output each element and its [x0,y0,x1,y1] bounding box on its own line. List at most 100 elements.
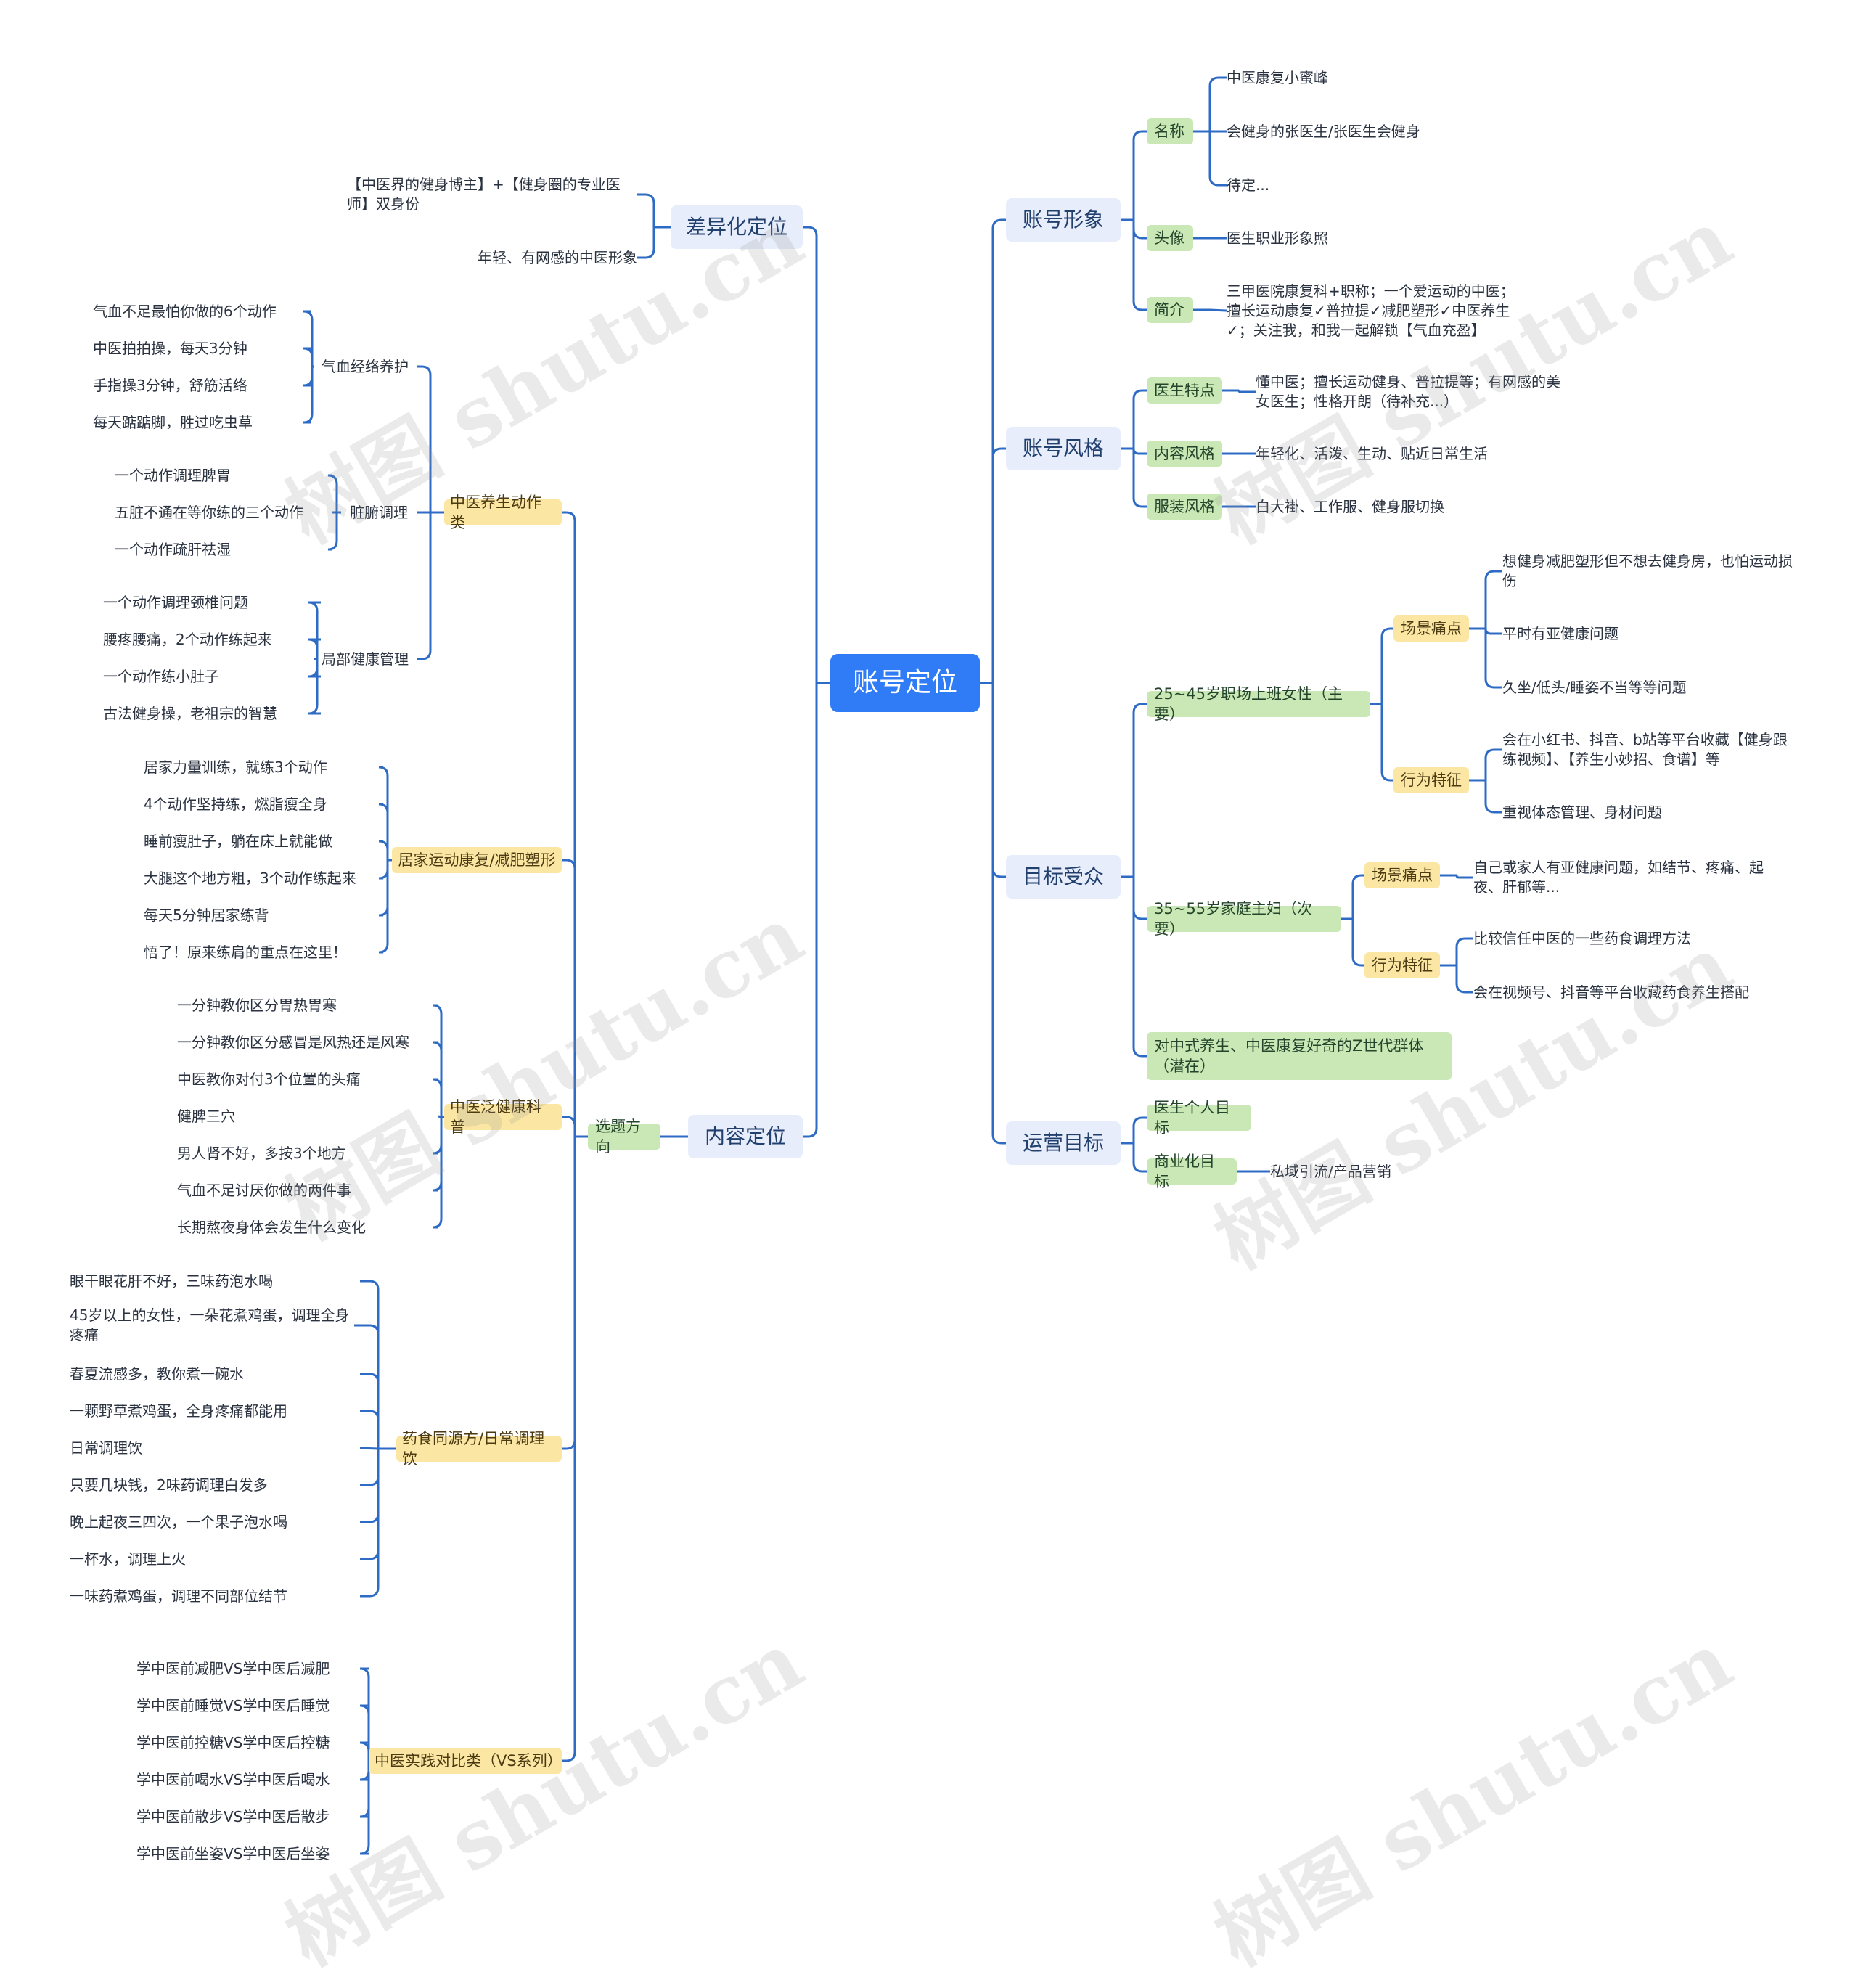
category-home-exercise[interactable]: 居家运动康复/减肥塑形 [392,847,562,873]
science-item-6: 气血不足讨厌你做的两件事 [177,1181,351,1199]
branch-ops[interactable]: 运营目标 [1006,1121,1121,1165]
local-item-2: 腰疼腰痛，2个动作练起来 [103,630,272,648]
zangfu-item-3: 一个动作疏肝祛湿 [115,540,231,558]
diff-item-1: 【中医界的健身博主】+【健身圈的专业医师】双身份 [347,176,621,213]
housewife-behavior-1: 比较信任中医的一些药食调理方法 [1473,929,1691,947]
vs-item-3: 学中医前控糖VS学中医后控糖 [136,1733,330,1751]
qixue-item-4: 每天踮踮脚，胜过吃虫草 [93,413,253,431]
branch-image[interactable]: 账号形象 [1006,198,1121,242]
dress-style-item-1: 白大褂、工作服、健身服切换 [1256,497,1444,515]
food-item-6: 只要几块钱，2味药调理白发多 [70,1476,268,1494]
food-item-4: 一颗野草煮鸡蛋，全身疼痛都能用 [70,1402,287,1420]
intro-item-1: 三甲医院康复科+职称；一个爱运动的中医；擅长运动康复✓普拉提✓减肥塑形✓中医养生… [1227,282,1515,339]
office-behavior-2: 重视体态管理、身材问题 [1502,803,1662,821]
food-item-2: 45岁以上的女性，一朵花煮鸡蛋，调理全身疼痛 [70,1306,350,1343]
connector-housewife-pain-points [1440,874,1473,879]
connector-branch-audience [1121,703,1147,1058]
root-node[interactable]: 账号定位 [830,654,980,712]
food-item-8: 一杯水，调理上火 [70,1550,186,1568]
branch-content[interactable]: 内容定位 [688,1115,803,1158]
connector-sub-qixue [303,310,314,424]
home-item-4: 大腿这个地方粗，3个动作练起来 [144,869,356,887]
mind-map: 账号定位 差异化定位 【中医界的健身博主】+【健身圈的专业医师】双身份 年轻、有… [70,68,1793,1984]
housewife-behavior[interactable]: 行为特征 [1364,952,1440,978]
zangfu-item-2: 五脏不通在等你练的三个动作 [115,503,303,521]
trait-item-1: 懂中医；擅长运动健身、普拉提等；有网感的美女医生；性格开朗（待补充...） [1256,373,1560,410]
sub-doctor-trait[interactable]: 医生特点 [1147,377,1222,404]
connector-category-home-exercise [378,766,392,954]
qixue-item-1: 气血不足最怕你做的6个动作 [93,302,277,320]
connector-group-housewives [1341,874,1364,967]
office-behavior-1: 会在小红书、抖音、b站等平台收藏【健身跟练视频】、【养生小妙招、食谱】等 [1502,731,1788,768]
diff-item-2: 年轻、有网感的中医形象 [478,248,637,266]
local-item-1: 一个动作调理颈椎问题 [103,593,248,611]
name-item-1: 中医康复小蜜峰 [1227,68,1328,86]
connector-office-behavior [1469,748,1502,814]
office-behavior[interactable]: 行为特征 [1394,767,1469,793]
avatar-item-1: 医生职业形象照 [1227,229,1328,247]
science-item-7: 长期熬夜身体会发生什么变化 [177,1218,366,1236]
sub-dress-style[interactable]: 服装风格 [1147,494,1222,520]
qixue-item-2: 中医拍拍操，每天3分钟 [93,339,247,357]
local-item-3: 一个动作练小肚子 [103,667,219,685]
group-gen-z[interactable]: 对中式养生、中医康复好奇的Z世代群体（潜在） [1147,1032,1452,1080]
sub-commercial-goal[interactable]: 商业化目标 [1147,1153,1237,1190]
home-item-6: 悟了！原来练肩的重点在这里！ [144,943,347,961]
topic-direction[interactable]: 选题方向 [588,1118,660,1155]
connector-office-pain-points [1469,570,1502,689]
home-item-2: 4个动作坚持练，燃脂瘦全身 [144,795,327,813]
local-item-4: 古法健身操，老祖宗的智慧 [103,704,277,722]
office-pain-1: 想健身减肥塑形但不想去健身房，也怕运动损伤 [1502,552,1793,589]
sub-qixue[interactable]: 气血经络养护 [322,357,409,375]
housewife-behavior-2: 会在视频号、抖音等平台收藏药食养生搭配 [1473,983,1749,1001]
science-item-4: 健脾三穴 [177,1107,235,1125]
qixue-item-3: 手指操3分钟，舒筋活络 [93,376,247,394]
sub-personal-goal[interactable]: 医生个人目标 [1147,1099,1251,1137]
home-item-3: 睡前瘦肚子，躺在床上就能做 [144,832,332,850]
category-food-therapy[interactable]: 药食同源方/日常调理饮 [396,1430,562,1468]
connector-sub-zangfu [327,474,341,551]
sub-name[interactable]: 名称 [1147,118,1193,144]
name-item-3: 待定... [1227,176,1270,194]
food-item-5: 日常调理饮 [70,1439,142,1457]
office-pain-3: 久坐/低头/睡姿不当等等问题 [1502,678,1687,696]
connector-sub-local [308,601,321,715]
home-item-5: 每天5分钟居家练背 [144,906,269,924]
category-health-science[interactable]: 中医泛健康科普 [444,1098,562,1136]
science-item-3: 中医教你对付3个位置的头痛 [177,1070,361,1088]
zangfu-item-1: 一个动作调理脾胃 [115,466,231,484]
food-item-9: 一味药煮鸡蛋，调理不同部位结节 [70,1587,287,1605]
connector-branch-diff [637,193,671,259]
food-item-7: 晚上起夜三四次，一个果子泡水喝 [70,1513,287,1531]
branch-diff[interactable]: 差异化定位 [671,205,803,249]
group-office-women[interactable]: 25~45岁职场上班女性（主要） [1147,685,1370,723]
sub-content-style[interactable]: 内容风格 [1147,441,1222,467]
science-item-5: 男人肾不好，多按3个地方 [177,1144,346,1162]
connector-branch-ops [1121,1116,1147,1173]
connector-category-food-therapy [354,1280,396,1598]
sub-zangfu[interactable]: 脏腑调理 [350,503,408,521]
content-style-item-1: 年轻化、活泼、生动、贴近日常生活 [1256,444,1488,462]
connector-category-health-science [432,1004,444,1229]
vs-item-6: 学中医前坐姿VS学中医后坐姿 [136,1844,330,1862]
connector-sub-intro [1193,308,1227,312]
branch-style[interactable]: 账号风格 [1006,427,1121,470]
science-item-1: 一分钟教你区分胃热胃寒 [177,996,337,1014]
commercial-goal-item-1: 私域引流/产品营销 [1270,1162,1391,1180]
connector-lines [303,76,1502,1855]
group-housewives[interactable]: 35~55岁家庭主妇（次要） [1147,900,1341,938]
vs-item-4: 学中医前喝水VS学中医后喝水 [136,1770,330,1788]
housewife-pain-points[interactable]: 场景痛点 [1364,862,1440,888]
sub-intro[interactable]: 简介 [1147,297,1193,323]
office-pain-points[interactable]: 场景痛点 [1394,615,1469,642]
connector-branch-image [1121,130,1147,311]
category-vs-series[interactable]: 中医实践对比类（VS系列） [369,1748,562,1774]
connector-branch-style [1121,389,1147,508]
connector-group-office-women [1370,627,1394,782]
housewife-pain-1: 自己或家人有亚健康问题，如结节、疼痛、起夜、肝郁等... [1473,859,1764,896]
sub-local[interactable]: 局部健康管理 [322,650,409,668]
connector-root-node [803,226,830,1138]
category-tcm-exercise[interactable]: 中医养生动作类 [444,494,562,531]
sub-avatar[interactable]: 头像 [1147,225,1193,251]
branch-audience[interactable]: 目标受众 [1006,855,1121,899]
